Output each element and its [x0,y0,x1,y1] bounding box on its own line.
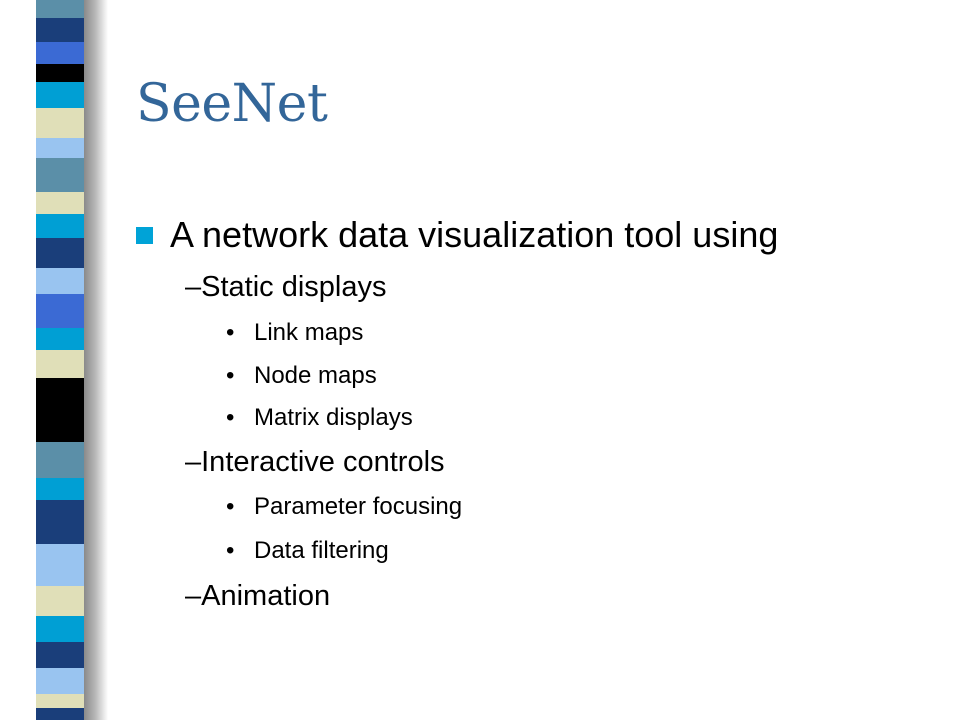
color-block [36,668,86,694]
list-item-data-filtering: • Data filtering [226,537,389,565]
bullet-dot-icon: • [226,493,235,520]
list-item-node-maps: • Node maps [226,362,377,390]
color-block [36,268,86,294]
list-item-text: Link maps [254,319,364,346]
slide-title: SeeNet [136,74,328,134]
list-item-text: Matrix displays [254,404,413,431]
color-block [36,616,86,642]
color-block [36,18,86,42]
color-block [36,64,86,82]
color-block [36,328,86,350]
color-block [36,442,86,478]
sub-item-text: –Animation [185,580,331,612]
color-block [36,642,86,668]
bullet-dot-icon: • [226,404,235,431]
color-block [36,158,86,192]
color-block [36,238,86,268]
color-block [36,82,86,108]
sub-item-text: –Interactive controls [185,446,445,478]
color-block [36,350,86,378]
bullet-dot-icon: • [226,537,235,564]
color-block [36,0,86,18]
color-block [36,708,86,720]
sub-item-static-displays: –Static displays [185,271,387,304]
color-block [36,138,86,158]
list-item-text: Data filtering [254,537,389,564]
list-item-text: Node maps [254,362,377,389]
color-block [36,294,86,328]
color-block [36,544,86,586]
list-item-text: Parameter focusing [254,493,463,520]
main-bullet: A network data visualization tool using [136,214,779,256]
main-bullet-text: A network data visualization tool using [170,214,779,255]
color-block [36,192,86,214]
color-block [36,500,86,544]
color-block [36,108,86,138]
list-item-link-maps: • Link maps [226,319,364,347]
square-bullet-icon [136,227,153,244]
color-block [36,478,86,500]
bullet-dot-icon: • [226,319,235,346]
decorative-side-band [0,0,108,720]
sub-item-animation: –Animation [185,580,330,613]
color-block-strip [36,0,86,720]
sub-item-text: –Static displays [185,271,387,303]
band-shadow [84,0,108,720]
color-block [36,214,86,238]
color-block [36,586,86,616]
color-block [36,42,86,64]
sub-item-interactive-controls: –Interactive controls [185,446,445,479]
color-block [36,414,86,442]
bullet-dot-icon: • [226,362,235,389]
band-left-margin [0,0,36,720]
color-block [36,378,86,414]
list-item-matrix-displays: • Matrix displays [226,404,413,432]
color-block [36,694,86,708]
list-item-parameter-focusing: • Parameter focusing [226,493,463,521]
